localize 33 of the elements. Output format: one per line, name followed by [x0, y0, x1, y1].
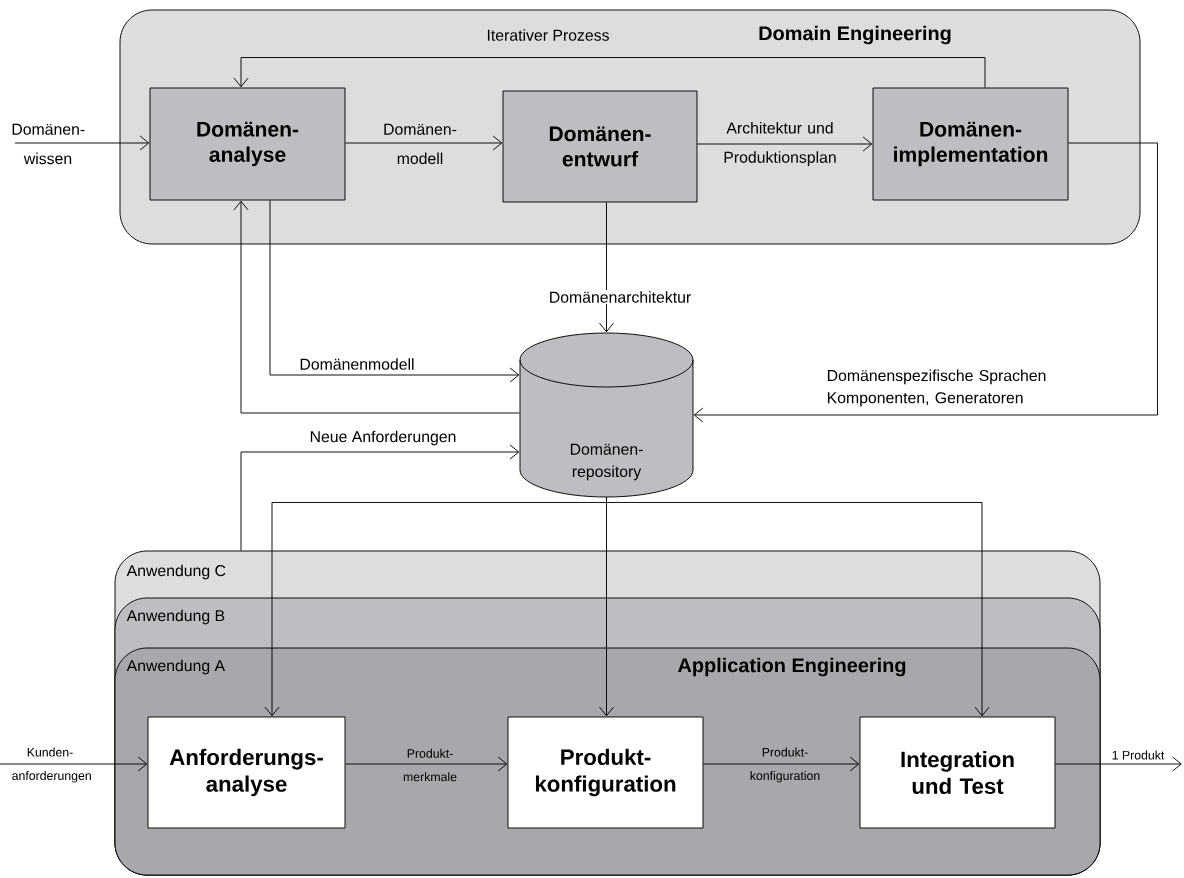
- arrow: [697, 136, 873, 152]
- arrow: [14, 135, 150, 151]
- edge-label: Kunden- anforderungen: [12, 747, 91, 783]
- arrow: [345, 756, 508, 772]
- edge-label: 1 Produkt: [1112, 750, 1165, 760]
- process-box: Integration und Test: [859, 716, 1056, 829]
- database-cylinder: Domänen- repository: [519, 332, 694, 498]
- edge-label: Domänen- modell: [384, 123, 457, 165]
- edge-label: Neue Anforderungen: [310, 430, 456, 446]
- edge-label: Domänenmodell: [300, 358, 414, 370]
- arrow: [606, 497, 990, 717]
- arrow: [240, 444, 520, 551]
- arrow: [0, 756, 148, 772]
- process-box: Domänen- implementation: [872, 87, 1069, 201]
- arrow: [345, 135, 503, 151]
- arrow: [269, 200, 520, 383]
- arrow: [693, 142, 1158, 423]
- arrow: [233, 200, 520, 414]
- process-box: Domänen- entwurf: [502, 90, 698, 203]
- edge-label: Domänenarchitektur: [547, 290, 693, 304]
- process-box: Anforderungs- analyse: [147, 716, 346, 829]
- arrow: [599, 202, 614, 333]
- process-box: Domänen- analyse: [149, 87, 346, 201]
- edge-label: Iterativer Prozess: [487, 29, 609, 41]
- edge-label: Produkt- konfiguration: [750, 747, 820, 783]
- arrow: [703, 756, 860, 772]
- edge-label: Produkt- merkmale: [403, 748, 457, 782]
- arrow: [1055, 756, 1182, 772]
- edge-label: Domänenspezifische Sprachen Komponenten, Generatoren: [827, 369, 1046, 407]
- edge-label: Architektur und Produktionsplan: [724, 122, 836, 167]
- arrow: [233, 57, 986, 88]
- edge-label: Domänen- wissen: [12, 123, 85, 165]
- process-box: Produkt- konfiguration: [507, 716, 704, 829]
